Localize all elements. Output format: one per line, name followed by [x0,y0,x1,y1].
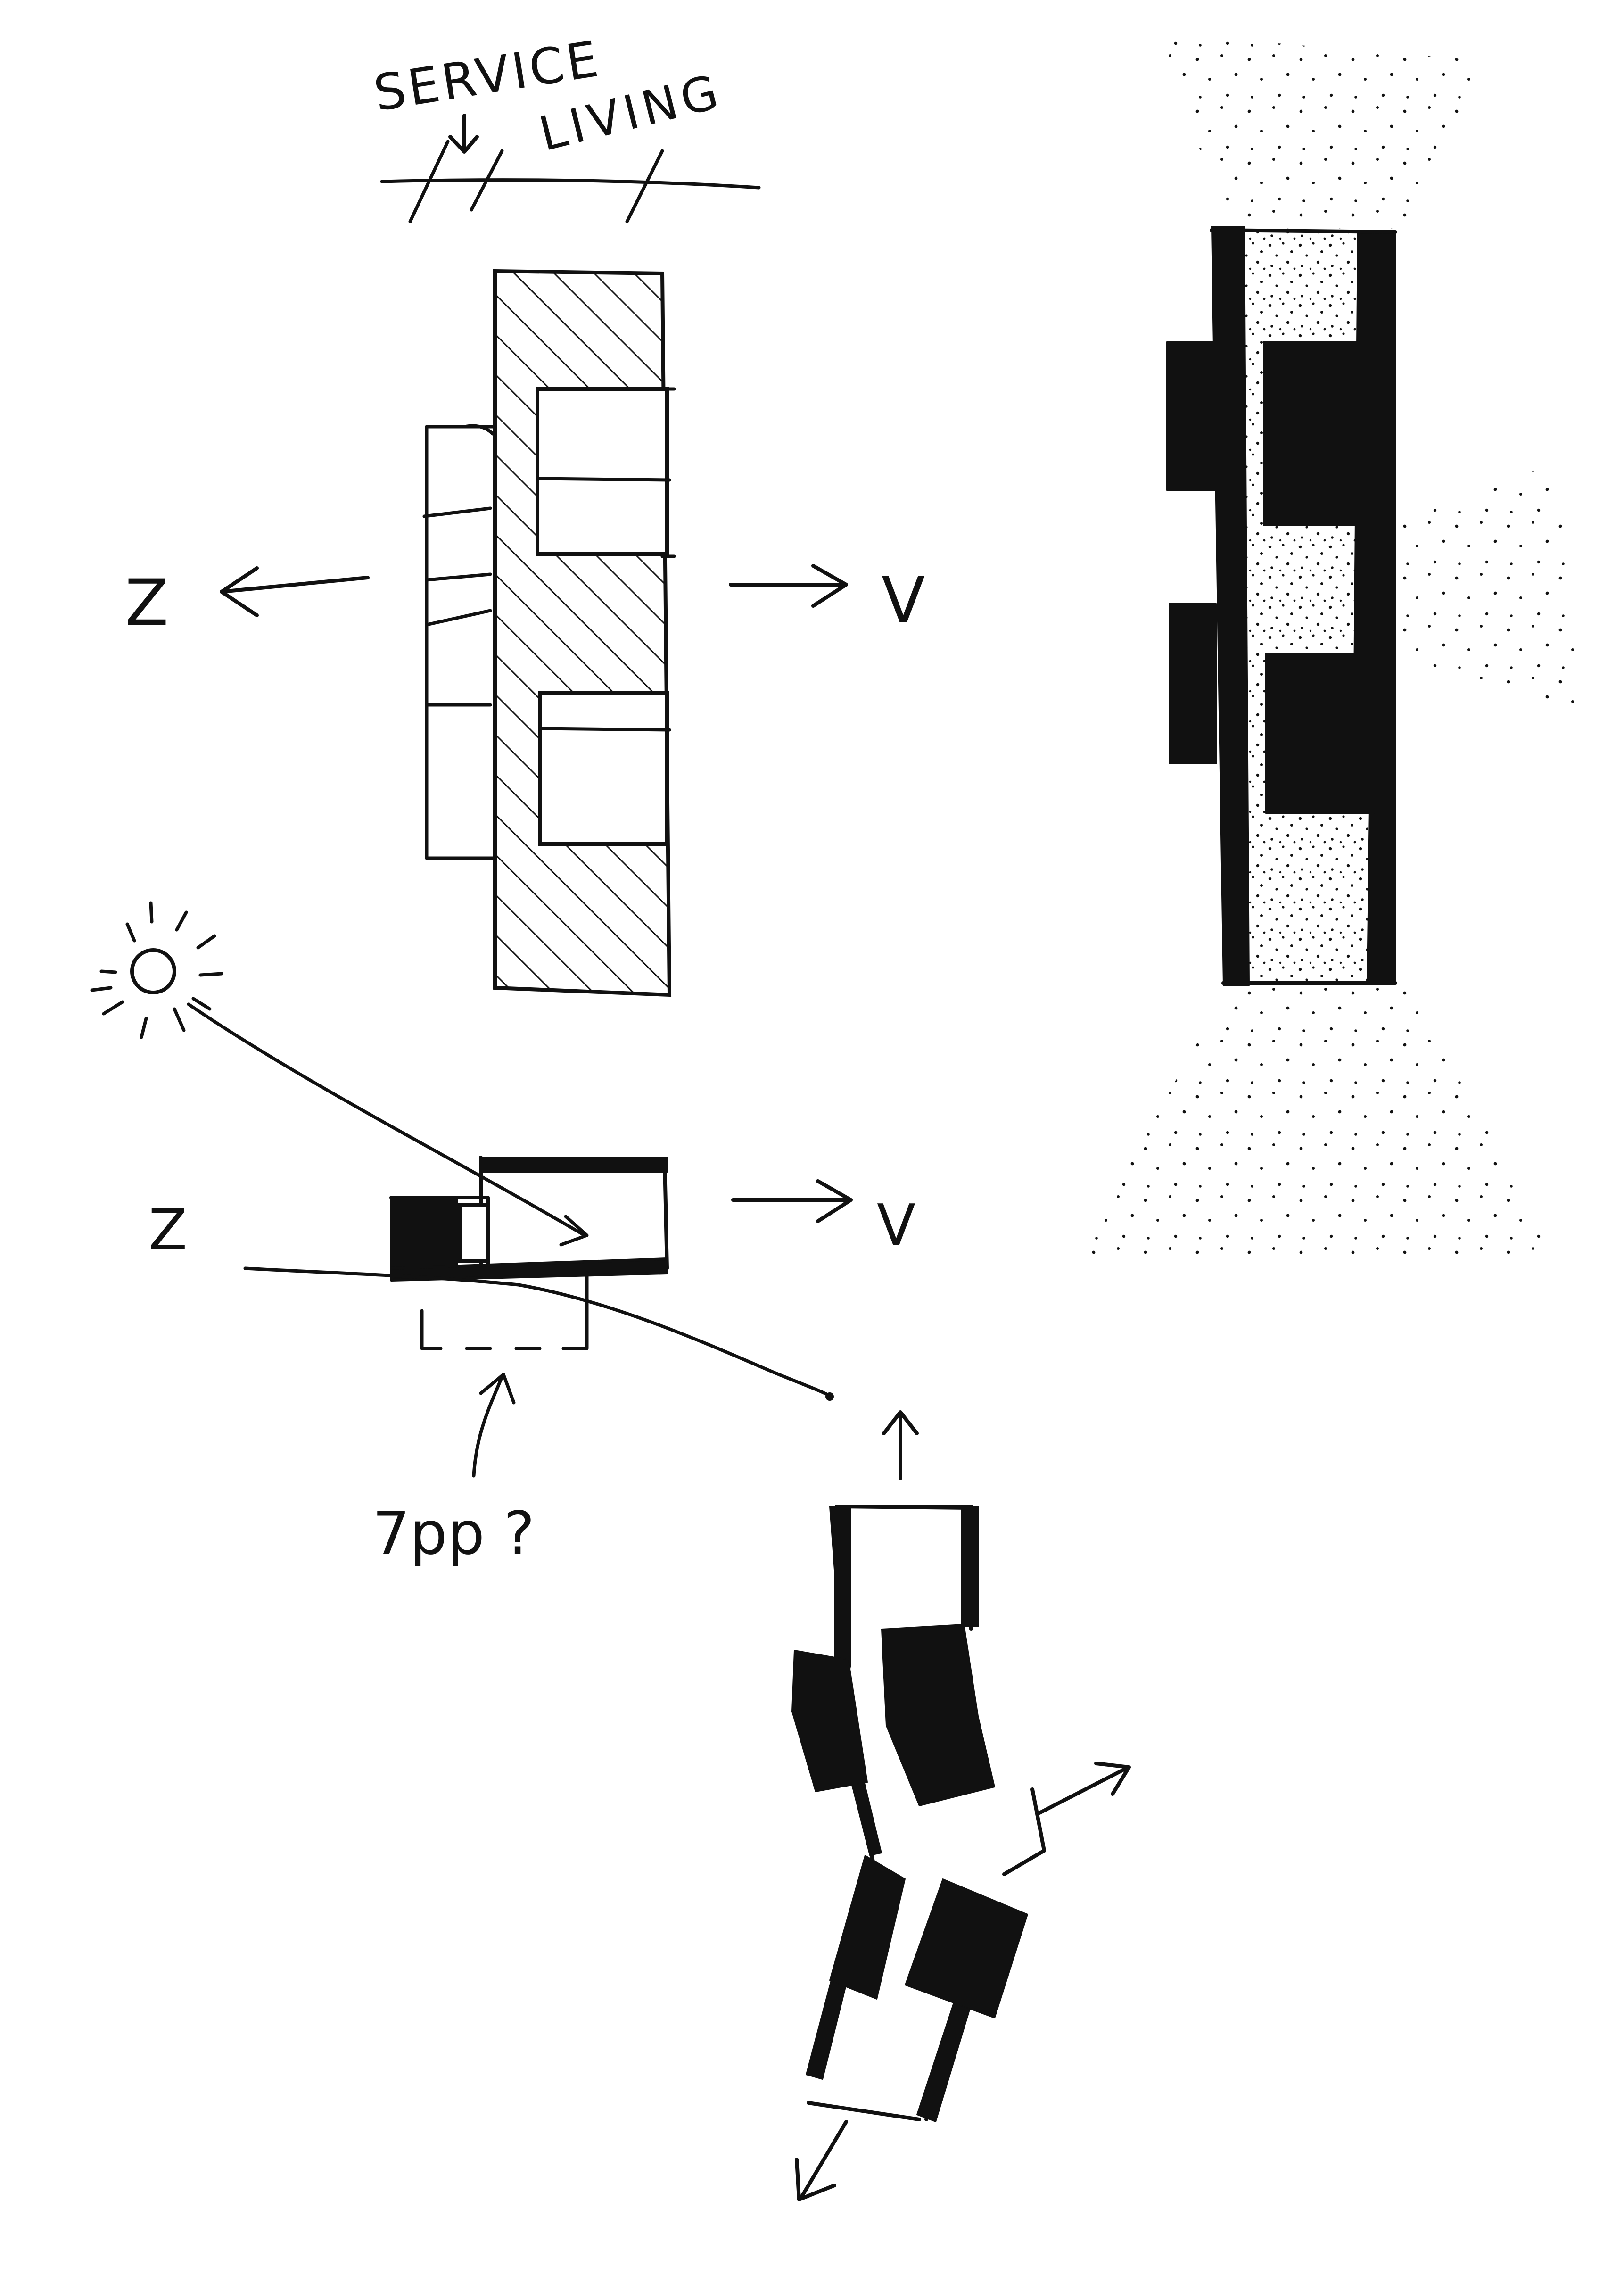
plan-sketch: SERVICE LIVING Z V [125,30,925,997]
wall-top-edge [1210,228,1397,234]
bent-block-service-lower [829,1855,906,2000]
arrow-up-right-icon [1038,1762,1131,1815]
service-block-lower [1169,603,1217,764]
zone-dimension-line [380,178,761,190]
bent-wall-left-upper [829,1506,882,1856]
ground-line [243,1266,832,1398]
plan-left-label: Z [125,566,168,640]
arrow-down-left-icon [795,2120,848,2201]
bent-block-living-lower [905,1878,1028,2018]
stipple-fan-right [1386,462,1584,717]
arrow-right-icon [729,564,848,608]
section-service-outline [389,1196,490,1270]
dimension-tick-3 [625,149,664,223]
corridor-bottom-cap [807,2101,921,2121]
room-extension-lines [660,387,676,558]
arrow-up-icon [882,1410,919,1480]
plan-room-lower [538,691,669,846]
section-right-label: V [877,1193,915,1258]
wall-left [1211,226,1250,986]
section-service-void [458,1203,490,1263]
plan-room-upper-divider [536,477,671,482]
bent-block-service-upper [791,1650,868,1792]
arrow-left-icon [220,566,370,617]
living-block-upper [1263,341,1379,526]
section-living-box [479,1156,669,1270]
stipple-fan-bottom [1070,985,1560,1264]
question-label: 7pp ? [372,1499,535,1568]
ground-line-end [825,1392,834,1401]
service-strip [422,425,497,860]
section-service-block [390,1197,458,1279]
strip-top-tick [462,424,495,436]
corridor-top-cap [835,1505,973,1510]
sun-ray-arrowhead [559,1215,589,1247]
section-sketch: Z V 7pp ? [90,901,915,1568]
service-block-upper [1166,341,1217,491]
arrow-right-icon [731,1179,853,1223]
sun-icon [90,901,223,1039]
stipple-fan-top [1155,33,1490,229]
section-roof [480,1157,668,1173]
service-pointer-arrow [448,114,479,154]
sun-ray-line [187,1002,586,1237]
dimension-tick-1 [408,140,450,223]
bent-block-living-upper [881,1624,995,1806]
bent-plan-sketch [791,1410,1131,2201]
dashed-bracket [420,1271,589,1350]
living-block-lower [1265,653,1375,814]
plan-room-upper [536,387,669,556]
stippled-plan-sketch [1070,33,1584,1264]
plan-right-label: V [882,563,925,637]
plan-room-lower-divider [538,727,671,732]
bent-wall-right-upper [961,1506,979,1627]
bracket-pointer-arrow [472,1373,516,1478]
dimension-tick-2 [470,149,504,212]
service-core-hatched [493,269,672,997]
section-left-label: Z [148,1198,187,1263]
